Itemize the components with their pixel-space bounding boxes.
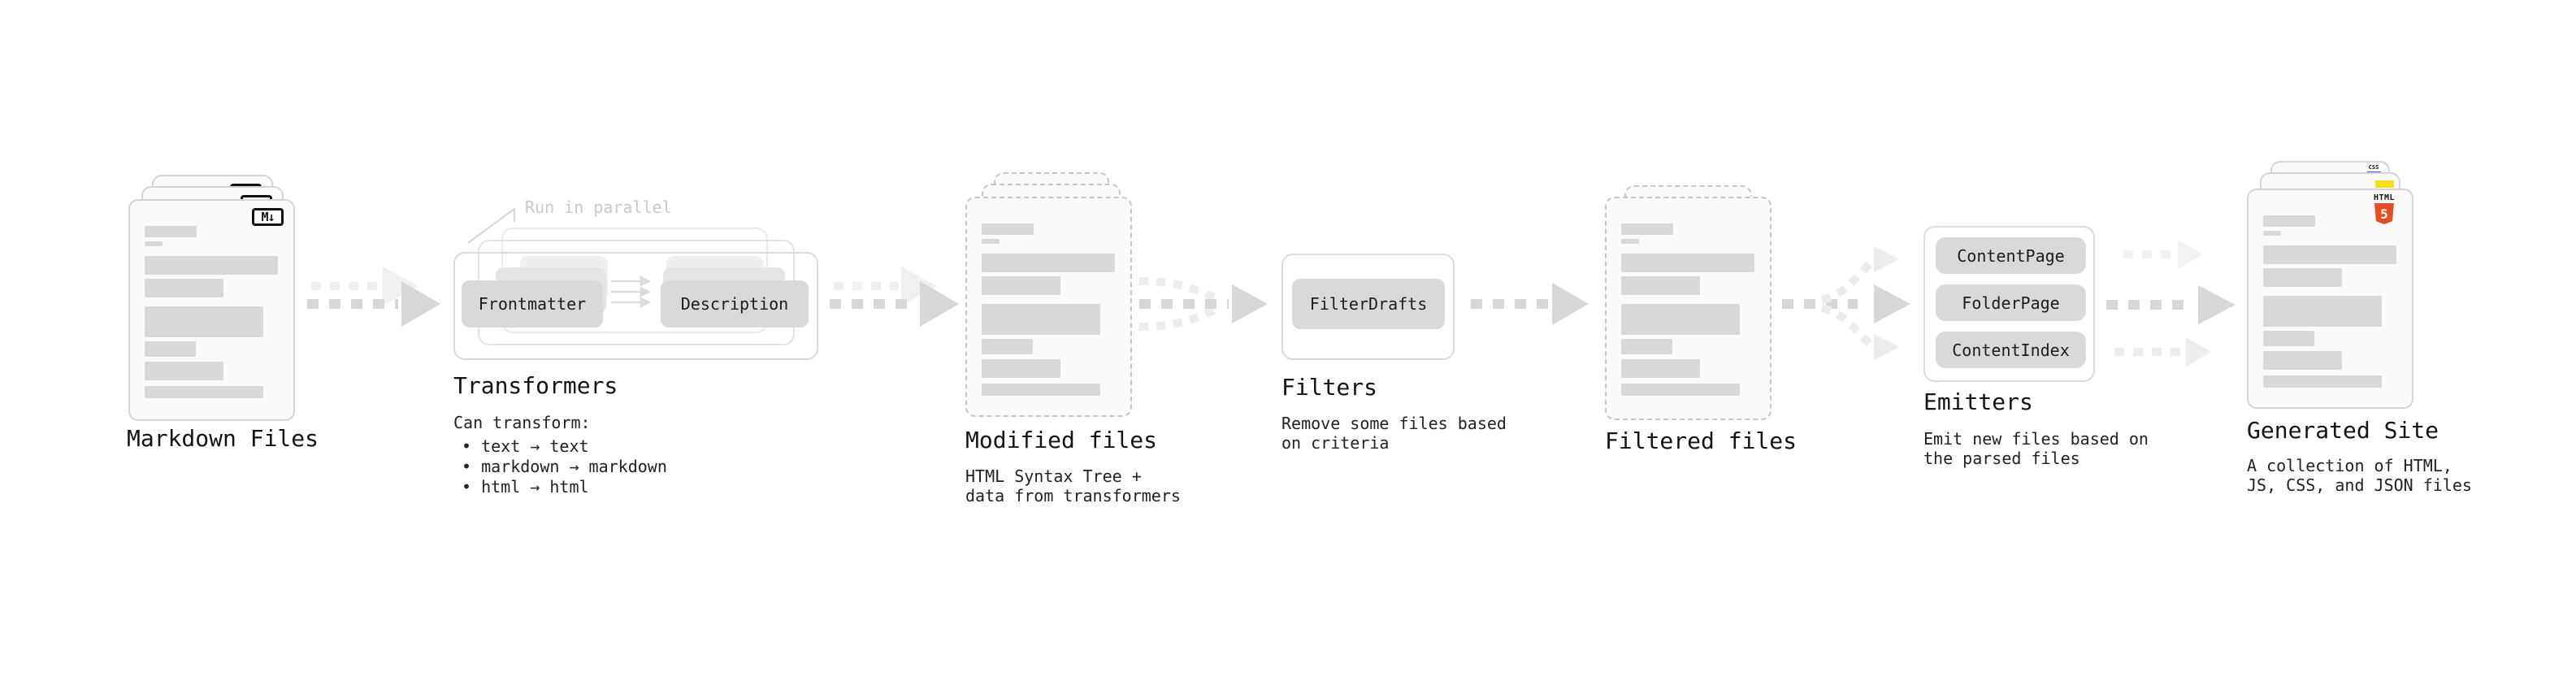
- html5-icon-number: 5: [2380, 206, 2388, 222]
- markdown-files-label: Markdown Files: [127, 425, 319, 452]
- text-line-placeholder: [982, 384, 1100, 396]
- filters-description: Remove some files based on criteria: [1281, 414, 1507, 453]
- text-line-placeholder: [2263, 268, 2342, 287]
- bullet-item: • html → html: [462, 477, 589, 497]
- arrow-modified-to-filters: [1138, 277, 1268, 331]
- emitters-description: Emit new files based on the parsed files: [1923, 429, 2149, 468]
- text-line-placeholder: [1621, 239, 1639, 244]
- emitter-folderpage-pill: FolderPage: [1936, 284, 2086, 321]
- text-line-placeholder: [1621, 276, 1700, 295]
- text-line-placeholder: [2263, 351, 2342, 370]
- filtered-file-card: [1605, 197, 1772, 420]
- filtered-files-label: Filtered files: [1605, 427, 1798, 454]
- text-line-placeholder: [1621, 254, 1754, 272]
- arrow-emitters-to-generated: [2106, 240, 2236, 367]
- text-line-placeholder: [145, 226, 197, 237]
- arrow-transformers-to-modified: [830, 267, 959, 327]
- text-line-placeholder: [2263, 245, 2396, 264]
- modified-files-description: HTML Syntax Tree + data from transformer…: [965, 466, 1181, 505]
- modified-file-card: [965, 197, 1132, 417]
- markdown-icon: M↓: [252, 208, 284, 226]
- arrow-filters-to-filtered: [1471, 283, 1589, 325]
- run-in-parallel-annotation: Run in parallel: [525, 197, 672, 217]
- markdown-file-card: M↓: [128, 199, 295, 421]
- text-line-placeholder: [982, 254, 1115, 272]
- text-line-placeholder: [1621, 359, 1700, 378]
- generated-file-card: HTML 5: [2247, 189, 2413, 409]
- text-line-placeholder: [982, 276, 1060, 295]
- bullet-item: • text → text: [462, 436, 589, 456]
- text-line-placeholder: [2263, 215, 2315, 227]
- text-line-placeholder: [145, 362, 223, 380]
- generated-site-label: Generated Site: [2247, 417, 2439, 444]
- text-line-placeholder: [2263, 231, 2281, 236]
- arrow-markdown-to-transformers: [307, 267, 440, 327]
- text-line-placeholder: [145, 341, 196, 357]
- text-line-placeholder: [145, 241, 163, 246]
- transformer-description-pill: Description: [661, 280, 809, 327]
- transformers-description-heading: Can transform:: [453, 413, 591, 432]
- text-line-placeholder: [1621, 384, 1740, 396]
- text-line-placeholder: [982, 239, 1000, 244]
- transformers-box: [453, 252, 818, 360]
- text-line-placeholder: [2263, 296, 2382, 327]
- text-line-placeholder: [982, 223, 1034, 235]
- html5-icon-label: HTML: [2373, 193, 2396, 202]
- filter-drafts-pill: FilterDrafts: [1292, 279, 1445, 329]
- emitter-contentpage-pill: ContentPage: [1936, 237, 2086, 274]
- transformers-bullet-list: • text → text • markdown → markdown • ht…: [462, 436, 667, 497]
- text-line-placeholder: [145, 256, 278, 275]
- text-line-placeholder: [982, 359, 1060, 378]
- text-line-placeholder: [2263, 375, 2382, 388]
- annotation-leader-line: [467, 207, 515, 244]
- emitters-title: Emitters: [1923, 388, 2033, 415]
- text-line-placeholder: [1621, 304, 1740, 335]
- css-icon-label: CSS: [2368, 164, 2379, 171]
- js-file-icon: [2375, 180, 2394, 188]
- bullet-item: • markdown → markdown: [462, 457, 667, 476]
- text-line-placeholder: [2263, 331, 2314, 346]
- text-line-placeholder: [145, 386, 263, 398]
- text-line-placeholder: [1621, 339, 1672, 354]
- modified-files-label: Modified files: [965, 427, 1158, 453]
- transformers-title: Transformers: [453, 372, 618, 399]
- text-line-placeholder: [982, 304, 1100, 335]
- text-line-placeholder: [145, 279, 223, 297]
- filters-title: Filters: [1281, 374, 1378, 401]
- transformer-frontmatter-pill: Frontmatter: [462, 280, 603, 327]
- parallel-arrows-icon: [611, 275, 652, 308]
- text-line-placeholder: [982, 339, 1033, 354]
- arrow-filtered-to-emitters: [1782, 246, 1910, 360]
- text-line-placeholder: [1621, 223, 1673, 235]
- html5-icon: HTML 5: [2366, 193, 2403, 224]
- html5-icon-shield: 5: [2374, 203, 2394, 224]
- generated-site-description: A collection of HTML, JS, CSS, and JSON …: [2247, 456, 2472, 495]
- text-line-placeholder: [145, 306, 263, 337]
- emitter-contentindex-pill: ContentIndex: [1936, 332, 2086, 368]
